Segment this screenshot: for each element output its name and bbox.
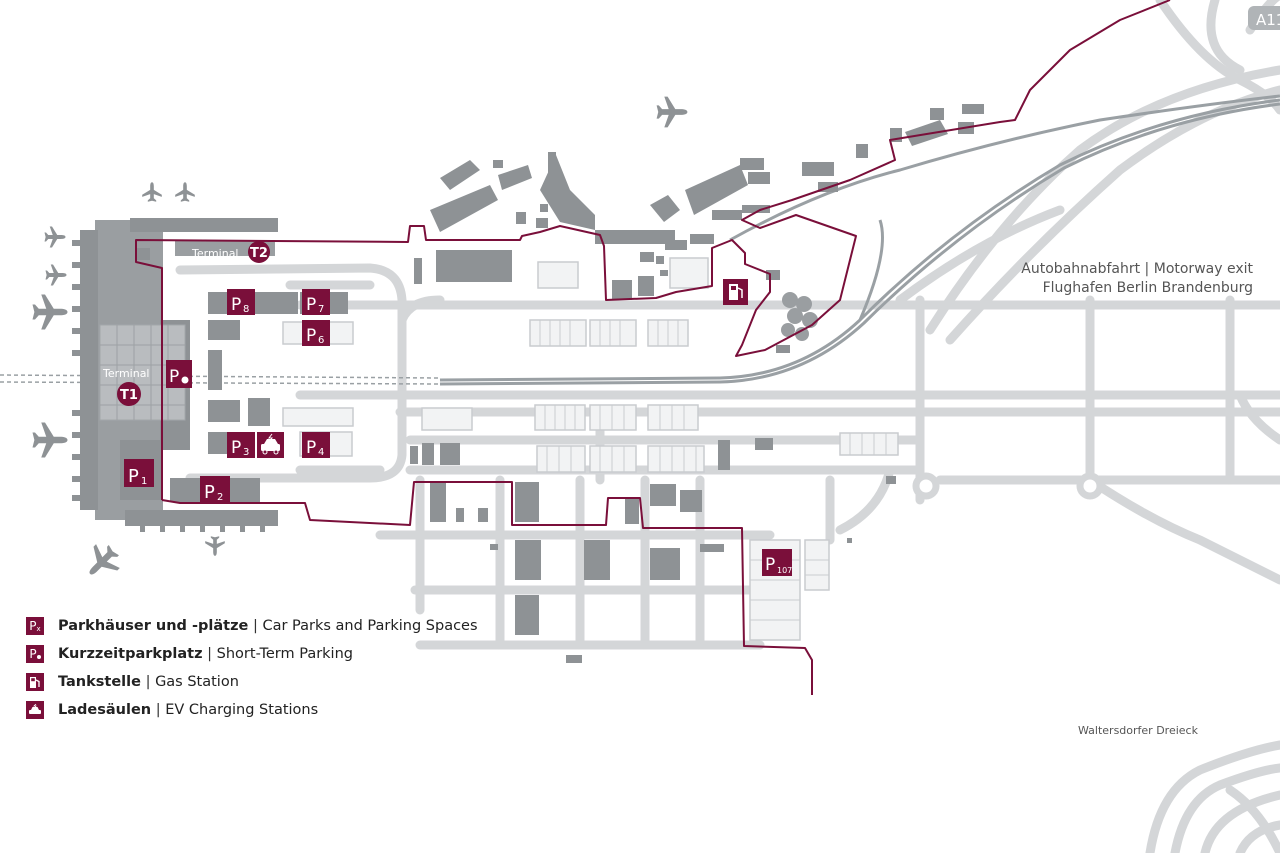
car-park-letter: P [306, 438, 316, 458]
motorway-number: A11 [1256, 11, 1280, 29]
short-term-parking-icon [181, 376, 189, 384]
gas-station-marker[interactable] [723, 279, 748, 305]
ev-charging-icon [26, 701, 44, 719]
car-park-number: 4 [318, 447, 324, 458]
site-boundary [135, 0, 1171, 695]
legend-icon-letter: P [29, 619, 37, 633]
car-park-letter: P [765, 555, 775, 575]
airplane-icon [32, 422, 68, 458]
legend-item-ev-charging: Ladesäulen | EV Charging Stations [26, 696, 478, 724]
car-park-p7[interactable]: P 7 [302, 289, 330, 315]
car-park-letter: P [306, 295, 316, 315]
legend-label-de: Kurzzeitparkplatz [58, 646, 203, 662]
motorway-badge: A11 [1248, 6, 1280, 30]
car-park-letter: P [306, 326, 316, 346]
airplane-icon [205, 536, 225, 556]
terminal-caption: Terminal [191, 247, 239, 260]
legend-label-de: Tankstelle [58, 674, 141, 690]
legend-label-de: Ladesäulen [58, 702, 152, 718]
car-park-p2[interactable]: P 2 [200, 476, 230, 503]
gas-station-icon [26, 673, 44, 691]
junction-label: Waltersdorfer Dreieck [1078, 724, 1199, 737]
airplane-icon [175, 182, 195, 202]
airplane-icon [44, 226, 66, 248]
terminal-badge: T2 [250, 246, 268, 261]
roundabouts [912, 472, 1104, 500]
motorway-exit-destination: Flughafen Berlin Brandenburg [1043, 280, 1253, 296]
terminal-caption: Terminal [102, 367, 150, 380]
terminal-badge: T1 [120, 388, 138, 403]
ev-charging-marker[interactable] [257, 432, 284, 458]
legend-label-en: Car Parks and Parking Spaces [262, 618, 478, 634]
legend-item-short-term: P Kurzzeitparkplatz | Short-Term Parking [26, 640, 478, 668]
legend-separator: | [207, 646, 213, 662]
car-park-number: 107 [777, 566, 792, 575]
car-park-letter: P [231, 295, 241, 315]
airplane-icon [142, 182, 162, 202]
airplane-icon [656, 96, 688, 128]
legend-label-en: Short-Term Parking [216, 646, 353, 662]
legend-icon-sub: x [36, 624, 41, 633]
terminal-1-marker[interactable]: Terminal T1 [102, 367, 150, 406]
car-park-p3[interactable]: P 3 [227, 432, 255, 458]
legend-separator: | [155, 702, 161, 718]
car-park-number: 7 [318, 304, 324, 315]
car-park-p6[interactable]: P 6 [302, 320, 330, 346]
airplane-icon [45, 264, 67, 286]
car-park-p4[interactable]: P 4 [302, 432, 330, 458]
car-park-markers[interactable]: P 8 P 7 P 6 P 3 P 4 P 1 P [124, 279, 792, 576]
car-park-number: 2 [217, 492, 223, 503]
legend-label-en: EV Charging Stations [165, 702, 319, 718]
legend-icon-letter: P [29, 647, 37, 661]
car-park-p1[interactable]: P 1 [124, 459, 154, 487]
car-park-number: 8 [243, 304, 249, 315]
short-term-parking-marker[interactable]: P [166, 360, 192, 388]
legend-item-gas-station: Tankstelle | Gas Station [26, 668, 478, 696]
car-park-number: 3 [243, 447, 249, 458]
terminal-2-marker[interactable]: Terminal T2 [191, 241, 270, 263]
car-park-number: 1 [141, 476, 147, 487]
car-park-p107[interactable]: P 107 [762, 549, 792, 576]
legend-separator: | [252, 618, 258, 634]
airplane-icon [78, 538, 126, 586]
ev-charging-icon [261, 433, 280, 455]
car-park-p8[interactable]: P 8 [227, 289, 255, 315]
car-park-letter: P [231, 438, 241, 458]
legend-label-de: Parkhäuser und -plätze [58, 618, 249, 634]
car-park-number: 6 [318, 335, 324, 346]
car-park-letter: P [204, 482, 215, 503]
legend-separator: | [145, 674, 151, 690]
railway [439, 94, 1280, 386]
car-park-letter: P [128, 466, 139, 487]
motorway-exit-label: Autobahnabfahrt | Motorway exit [1021, 261, 1253, 277]
short-term-parking-letter: P [169, 367, 179, 387]
airplane-icon [32, 294, 68, 330]
legend-label-en: Gas Station [155, 674, 239, 690]
short-term-parking-icon: P [26, 645, 44, 663]
gas-station-icon [729, 284, 743, 300]
